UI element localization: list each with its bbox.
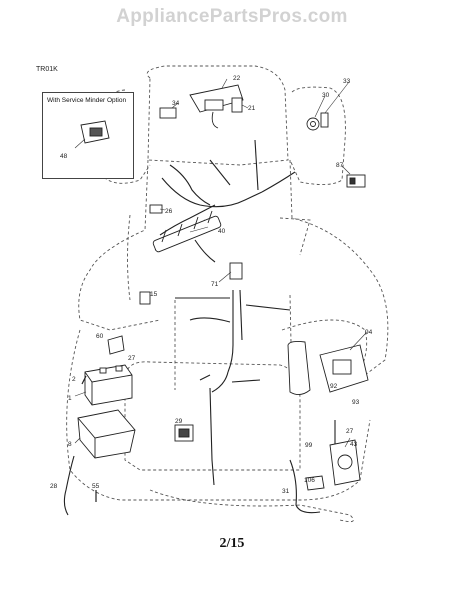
callout-15: 15 — [150, 291, 158, 298]
diagram-code: TR01K — [36, 66, 58, 73]
watermark: AppliancePartsPros.com — [116, 6, 348, 27]
callout-28: 28 — [50, 483, 58, 490]
callout-34: 34 — [172, 100, 180, 107]
callout-2: 2 — [72, 376, 76, 383]
callout-71: 71 — [211, 281, 219, 288]
callout-1: 1 — [68, 395, 72, 402]
callout-99: 99 — [305, 442, 313, 449]
callout-21: 21 — [248, 105, 256, 112]
callout-30: 30 — [322, 92, 330, 99]
callout-31: 31 — [282, 488, 290, 495]
callout-43: 43 — [350, 441, 358, 448]
callout-55: 55 — [92, 483, 100, 490]
callout-8: 8 — [68, 441, 72, 448]
callout-29: 29 — [175, 418, 183, 425]
service-minder-option-box: With Service Minder Option — [42, 92, 134, 179]
service-minder-part-drawing — [74, 120, 110, 149]
page-number: 2/15 — [219, 536, 245, 551]
callout-60: 60 — [96, 333, 104, 340]
callout-40: 40 — [218, 228, 226, 235]
option-box-label: With Service Minder Option — [47, 97, 127, 104]
callout-92: 92 — [330, 383, 338, 390]
callout-26: 26 — [165, 208, 173, 215]
callout-27b: 27 — [346, 428, 354, 435]
callout-22: 22 — [233, 75, 241, 82]
callout-106: 106 — [304, 477, 315, 484]
callout-87: 87 — [336, 162, 344, 169]
callout-48: 48 — [60, 153, 68, 160]
callout-93: 93 — [352, 399, 360, 406]
callout-94: 94 — [365, 329, 373, 336]
callout-33: 33 — [343, 78, 351, 85]
callout-27a: 27 — [128, 355, 136, 362]
